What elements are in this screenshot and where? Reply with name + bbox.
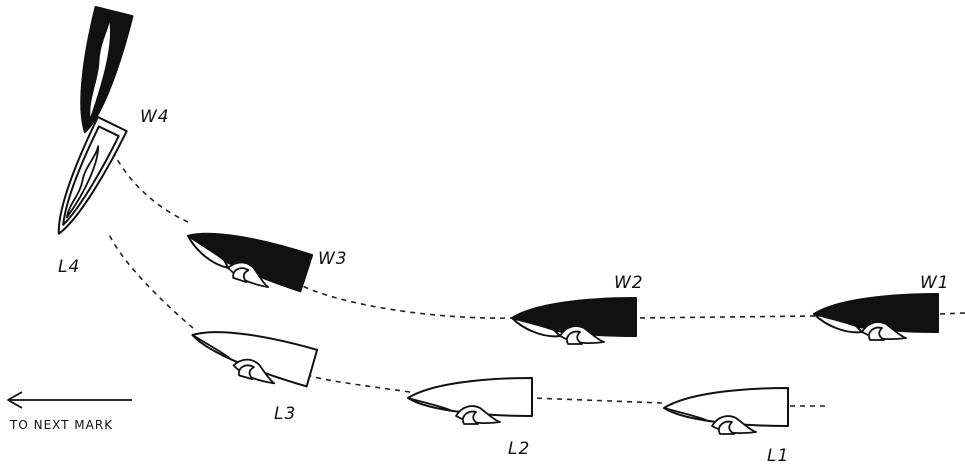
label-l1: L1 bbox=[767, 446, 789, 466]
label-w2: W2 bbox=[614, 273, 644, 293]
direction-caption: TO NEXT MARK bbox=[9, 418, 113, 432]
boat-l1 bbox=[663, 387, 789, 435]
boat-w3 bbox=[187, 232, 314, 293]
label-w1: W1 bbox=[920, 273, 950, 293]
boat-l2 bbox=[407, 377, 533, 425]
windward-track bbox=[103, 127, 965, 319]
boat-l3 bbox=[191, 331, 319, 388]
label-l3: L3 bbox=[274, 404, 296, 424]
boat-w1 bbox=[813, 293, 939, 341]
boat-w2 bbox=[511, 297, 637, 345]
label-l4: L4 bbox=[58, 257, 80, 277]
boat-w4 bbox=[80, 6, 134, 134]
boat-l4 bbox=[57, 116, 128, 235]
label-w4: W4 bbox=[140, 107, 170, 127]
label-l2: L2 bbox=[508, 439, 530, 459]
left-arrow-icon bbox=[7, 391, 132, 409]
label-w3: W3 bbox=[318, 249, 348, 269]
